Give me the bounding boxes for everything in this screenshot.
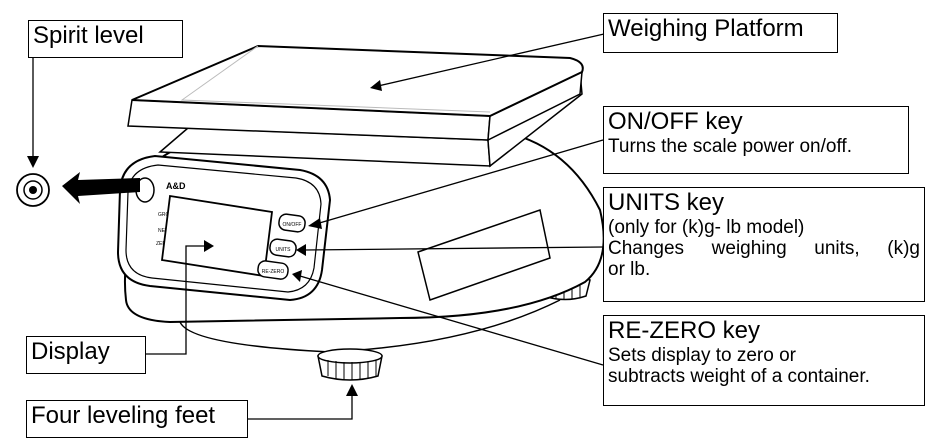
on-off-key-desc: Turns the scale power on/off. xyxy=(608,135,852,157)
units-key-callout: UNITS key (only for (k)g- lb model) Chan… xyxy=(603,187,925,302)
spirit-level-arrow xyxy=(62,172,140,204)
units-key-label: UNITS xyxy=(276,247,292,253)
feet-leader xyxy=(248,392,353,420)
re-zero-key-title: RE-ZERO key xyxy=(608,317,761,344)
weighing-platform-label: Weighing Platform xyxy=(603,13,838,53)
on-off-key[interactable]: ON/OFF xyxy=(278,213,306,233)
units-key-desc-line1: Changes weighing units, (k)g xyxy=(608,238,920,260)
panel-label-zero: ZERO xyxy=(156,241,170,247)
display-label: Display xyxy=(26,336,146,374)
re-zero-key-desc-line1: Sets display to zero or xyxy=(608,344,796,366)
units-leader xyxy=(303,246,604,251)
display-leader xyxy=(146,245,206,355)
on-off-key-callout: ON/OFF key Turns the scale power on/off. xyxy=(603,106,909,174)
panel-label-net: NET xyxy=(158,228,168,234)
re-zero-key-desc-line2: subtracts weight of a container. xyxy=(608,366,870,388)
front-panel: A&D GROSS NET ZERO ON/OFF UNITS RE-ZERO xyxy=(116,154,332,302)
front-leveling-foot xyxy=(317,348,383,381)
re-zero-key[interactable]: RE-ZERO xyxy=(257,260,289,280)
re-zero-key-label: RE-ZERO xyxy=(262,269,285,275)
re-zero-leader xyxy=(299,275,604,366)
body-side-recess xyxy=(417,209,551,301)
units-key-desc-line2: or lb. xyxy=(608,259,651,281)
brand-logo: A&D xyxy=(166,181,186,191)
re-zero-key-callout: RE-ZERO key Sets display to zero or subt… xyxy=(603,315,925,406)
on-off-key-title: ON/OFF key xyxy=(608,108,743,135)
weighing-platform-leader xyxy=(377,33,605,87)
weighing-platform xyxy=(127,44,584,168)
spirit-level-label: Spirit level xyxy=(28,20,183,58)
on-off-key-label: ON/OFF xyxy=(283,222,302,228)
leveling-feet-label: Four leveling feet xyxy=(26,400,248,438)
units-key[interactable]: UNITS xyxy=(269,238,297,258)
spirit-level-icon xyxy=(16,173,50,207)
on-off-leader xyxy=(315,139,604,225)
units-key-note: (only for (k)g- lb model) xyxy=(608,216,805,238)
units-key-title: UNITS key xyxy=(608,189,725,216)
